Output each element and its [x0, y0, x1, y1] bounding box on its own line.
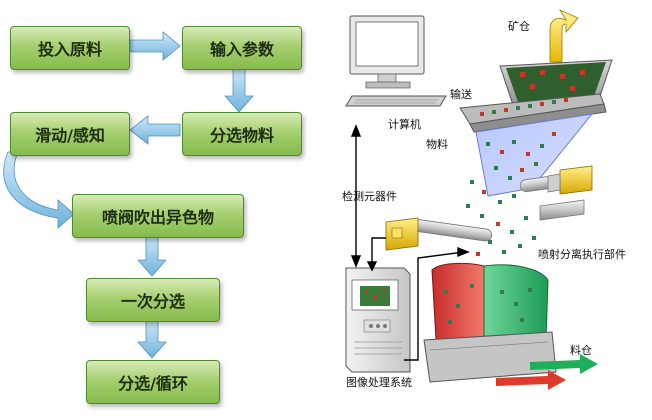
- label-computer: 计算机: [388, 118, 421, 131]
- flow-step-1-label: 投入原料: [37, 40, 102, 59]
- label-detector: 检测元器件: [342, 190, 397, 203]
- arrow-6-7: [137, 319, 167, 359]
- flow-step-1: 投入原料: [10, 26, 130, 70]
- flowchart-arrows: [3, 31, 254, 359]
- bin-tray: [423, 331, 557, 383]
- label-image-system: 图像处理系统: [346, 376, 412, 389]
- detector-tube-lower: [407, 218, 493, 242]
- arrow-2-3: [224, 67, 254, 113]
- output-bin-red: [431, 262, 485, 341]
- label-ejector: 喷射分离执行部件: [538, 248, 626, 261]
- camera-upper: [547, 165, 593, 195]
- label-output-bin: 料仓: [570, 344, 592, 357]
- output-arrow-red-icon: [496, 370, 566, 390]
- flow-step-3-label: 分选物料: [209, 126, 274, 145]
- image-processing-cabinet: [345, 267, 411, 373]
- falling-particles: [466, 132, 556, 256]
- flow-step-7: 分选/循环: [86, 360, 220, 404]
- bin-particles: [444, 284, 532, 324]
- arrow-3-4: [129, 115, 181, 145]
- arrow-1-2: [129, 31, 181, 61]
- keyboard-icon: [345, 95, 447, 107]
- flow-step-5-label: 喷阀吹出异色物: [101, 208, 214, 227]
- flow-step-5: 喷阀吹出异色物: [72, 194, 244, 238]
- flow-step-2: 输入参数: [182, 26, 302, 70]
- output-arrow-green-icon: [530, 354, 598, 374]
- label-conveyor: 输送: [450, 88, 472, 101]
- feed-arrow-icon: [549, 9, 579, 63]
- flow-step-4-label: 滑动/感知: [35, 126, 105, 145]
- flow-step-6: 一次分选: [86, 278, 220, 322]
- conveyor-particles: [480, 70, 585, 116]
- camera-lower: [385, 217, 419, 251]
- ejector-nozzle: [539, 199, 585, 221]
- arrow-4-5: [3, 151, 75, 229]
- flow-step-2-label: 输入参数: [209, 40, 274, 59]
- flow-step-7-label: 分选/循环: [118, 374, 188, 393]
- flow-step-4: 滑动/感知: [10, 112, 130, 156]
- arrow-5-6: [137, 235, 167, 277]
- label-material: 物料: [426, 138, 448, 151]
- computer-monitor-icon: [349, 15, 425, 89]
- label-ore-bin: 矿仓: [508, 20, 530, 33]
- flow-step-3: 分选物料: [182, 112, 302, 156]
- connection-lines: [350, 124, 470, 361]
- flow-step-6-label: 一次分选: [120, 292, 185, 311]
